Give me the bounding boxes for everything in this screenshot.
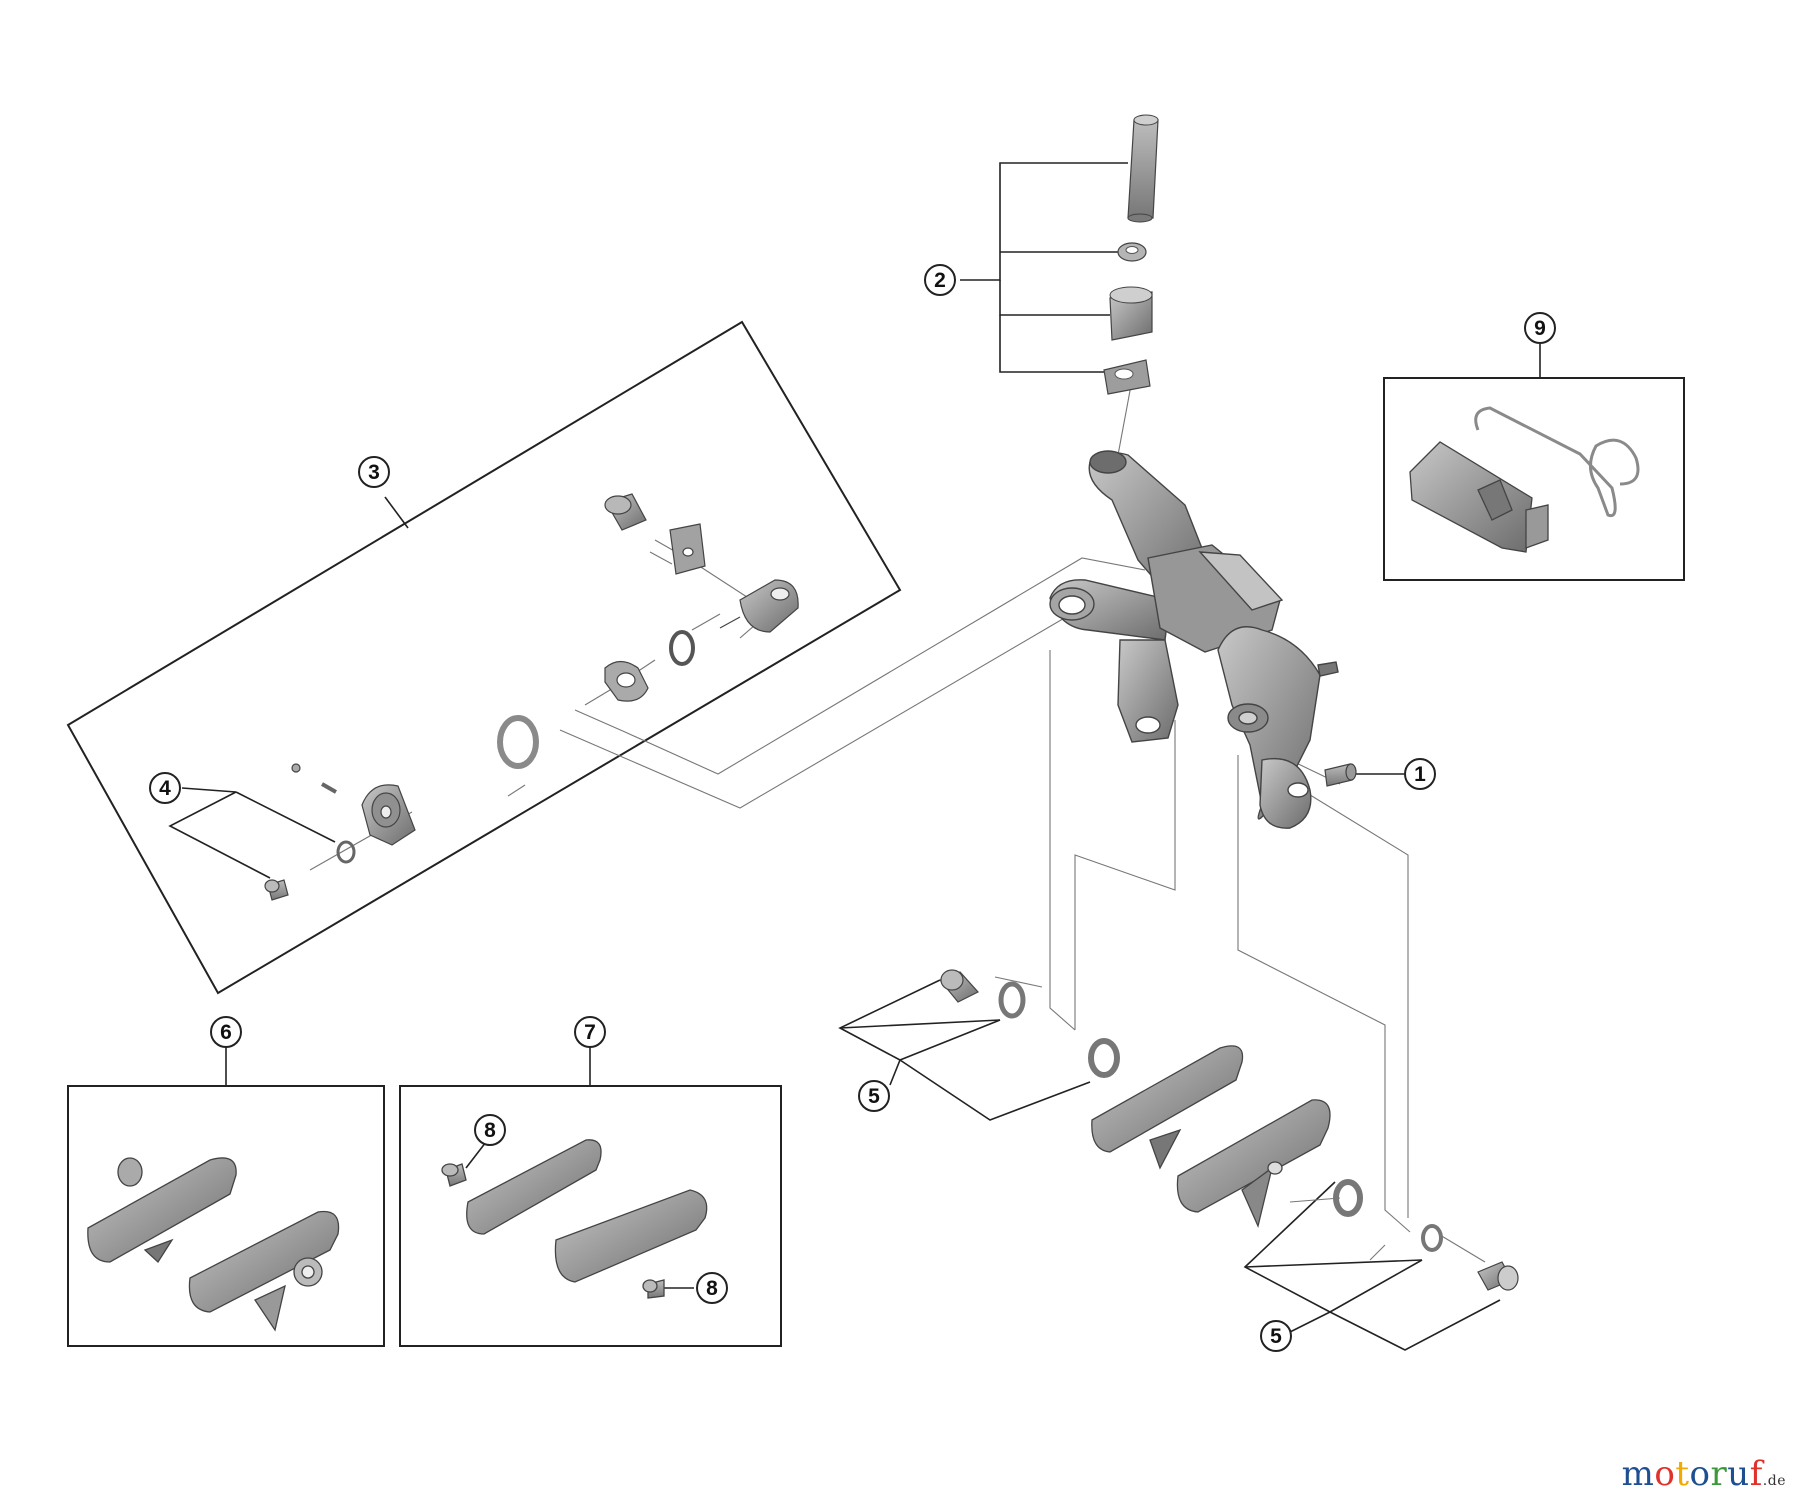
main-brake-pads <box>1091 1045 1331 1229</box>
watermark-letter: f <box>1749 1454 1763 1494</box>
washer-part <box>1117 242 1147 262</box>
callout-2-label: 2 <box>934 269 946 292</box>
mounting-bolt-part <box>1324 763 1357 787</box>
callout-5-lower-label: 5 <box>1270 1325 1282 1348</box>
callout-6: 6 <box>210 1016 242 1048</box>
callout-8-lower: 8 <box>696 1272 728 1304</box>
cable-clip-part <box>1103 359 1151 395</box>
leader-lines <box>168 162 1541 1351</box>
group-box-7 <box>399 1085 782 1347</box>
adjuster-barrel-part <box>1127 114 1159 223</box>
watermark-letter: u <box>1727 1454 1750 1494</box>
callout-5-upper-label: 5 <box>868 1085 880 1108</box>
callout-3: 3 <box>358 456 390 488</box>
callout-4: 4 <box>149 772 181 804</box>
callout-8-upper: 8 <box>474 1114 506 1146</box>
group-6-brake-shoes <box>87 1157 340 1332</box>
callout-3-label: 3 <box>368 461 380 484</box>
callout-8-lower-label: 8 <box>706 1277 718 1300</box>
group-box-3 <box>66 320 902 995</box>
group-7-pad-inserts <box>441 1139 708 1299</box>
watermark-letter: r <box>1710 1454 1728 1494</box>
watermark-letter: m <box>1621 1454 1655 1494</box>
callout-5-lower: 5 <box>1260 1320 1292 1352</box>
pad-mounting-hardware <box>939 969 1519 1291</box>
callout-6-label: 6 <box>220 1021 232 1044</box>
watermark-letter: o <box>1654 1454 1676 1494</box>
callout-7: 7 <box>574 1016 606 1048</box>
group-box-9 <box>1383 377 1685 581</box>
group-3-parts <box>264 493 799 901</box>
caliper-body-part <box>1049 450 1339 829</box>
callout-1: 1 <box>1404 758 1436 790</box>
callout-1-label: 1 <box>1414 763 1426 786</box>
callout-2: 2 <box>924 264 956 296</box>
callout-9: 9 <box>1524 312 1556 344</box>
watermark-letters: motoruf <box>1622 1454 1763 1494</box>
watermark-suffix: .de <box>1762 1473 1786 1489</box>
group-9-spring-and-plate <box>1409 406 1640 553</box>
watermark-letter: t <box>1675 1454 1690 1494</box>
motoruf-watermark: motoruf.de <box>1622 1454 1786 1494</box>
watermark-letter: o <box>1689 1454 1711 1494</box>
callout-8-upper-label: 8 <box>484 1119 496 1142</box>
callout-9-label: 9 <box>1534 317 1546 340</box>
callout-7-label: 7 <box>584 1021 596 1044</box>
callout-4-label: 4 <box>159 777 171 800</box>
adjuster-nut-part <box>1109 286 1153 341</box>
callout-5-upper: 5 <box>858 1080 890 1112</box>
